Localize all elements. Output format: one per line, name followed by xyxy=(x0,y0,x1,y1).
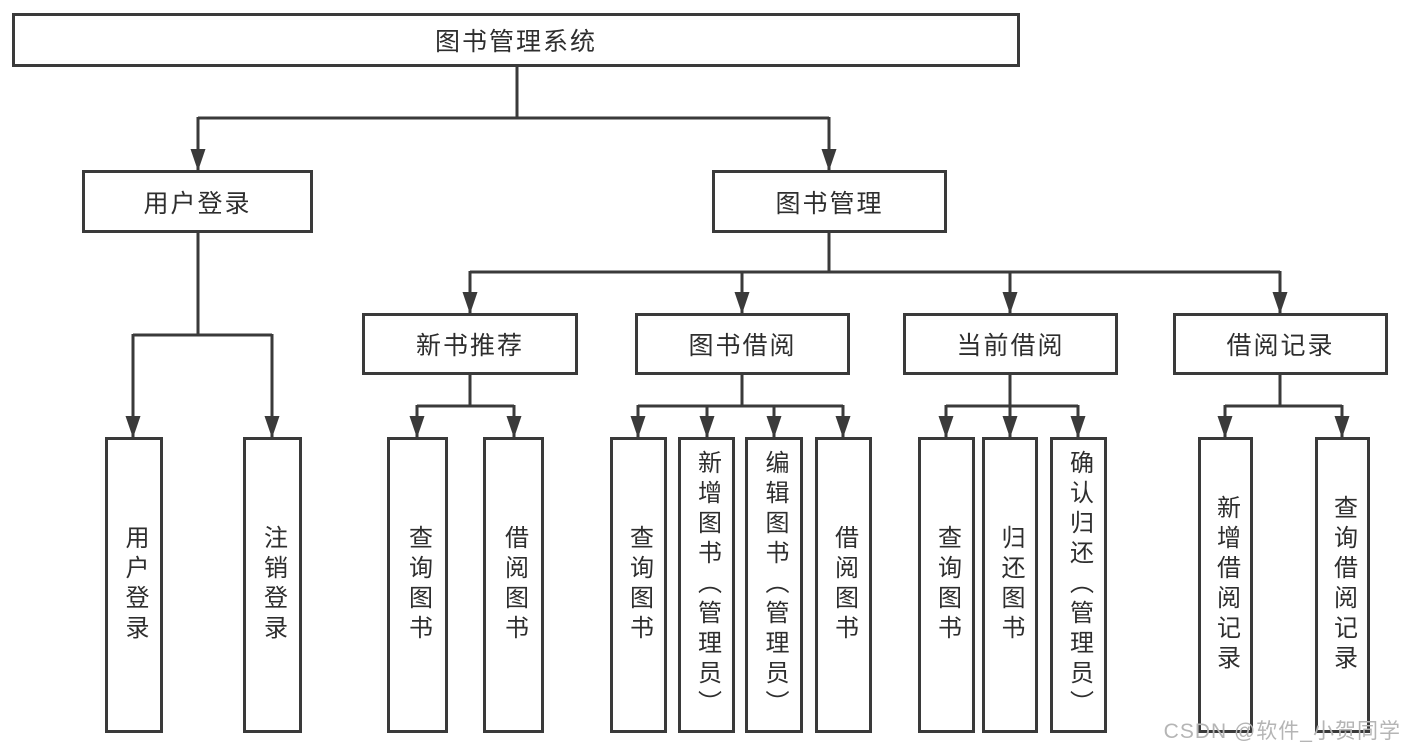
node-root-label: 图书管理系统 xyxy=(434,28,597,56)
edge-root-bus xyxy=(198,67,829,120)
leaf-return-book-label: 归还图书 xyxy=(997,525,1024,645)
edge-new-book-bus xyxy=(417,375,514,408)
edge-book-borrow-bus xyxy=(638,375,843,408)
leaf-borrow-add-admin: 新增图书（管理员） xyxy=(678,437,735,733)
leaf-new-book-borrow-label: 借阅图书 xyxy=(500,525,528,645)
leaf-borrow-query-label: 查询图书 xyxy=(625,525,653,645)
leaf-confirm-return-admin: 确认归还（管理员） xyxy=(1050,437,1107,733)
leaf-return-book: 归还图书 xyxy=(982,437,1038,733)
node-book-borrow-label: 图书借阅 xyxy=(688,332,797,360)
node-user-login: 用户登录 xyxy=(82,170,313,233)
edge-user-login-bus xyxy=(133,233,272,337)
edge-current-borrow-bus xyxy=(946,375,1078,408)
leaf-borrow-query: 查询图书 xyxy=(610,437,667,733)
leaf-borrow-add-admin-label: 新增图书（管理员） xyxy=(693,450,721,720)
csdn-watermark: CSDN @软件_小贺同学 xyxy=(1163,720,1401,743)
leaf-borrow-book-label: 借阅图书 xyxy=(830,525,858,645)
leaf-logout-label: 注销登录 xyxy=(259,525,287,645)
node-user-login-label: 用户登录 xyxy=(143,189,252,218)
leaf-new-book-query: 查询图书 xyxy=(387,437,448,733)
node-borrow-record: 借阅记录 xyxy=(1173,313,1388,375)
edge-book-management-bus xyxy=(470,233,1280,274)
edge-borrow-record-bus xyxy=(1225,375,1342,408)
node-current-borrow: 当前借阅 xyxy=(903,313,1118,375)
node-current-borrow-label: 当前借阅 xyxy=(956,332,1065,360)
node-book-borrow: 图书借阅 xyxy=(635,313,850,375)
leaf-logout: 注销登录 xyxy=(243,437,302,733)
node-root: 图书管理系统 xyxy=(12,13,1020,67)
node-new-book-recommend-label: 新书推荐 xyxy=(415,332,524,360)
leaf-new-book-query-label: 查询图书 xyxy=(404,525,432,645)
leaf-borrow-edit-admin: 编辑图书（管理员） xyxy=(745,437,803,733)
leaf-confirm-return-admin-label: 确认归还（管理员） xyxy=(1065,450,1093,720)
node-book-management-label: 图书管理 xyxy=(775,189,884,218)
leaf-current-query: 查询图书 xyxy=(918,437,975,733)
leaf-record-add-label: 新增借阅记录 xyxy=(1212,495,1240,675)
leaf-user-login: 用户登录 xyxy=(105,437,163,733)
leaf-user-login-label: 用户登录 xyxy=(121,525,148,645)
leaf-record-query: 查询借阅记录 xyxy=(1315,437,1370,733)
leaf-record-add: 新增借阅记录 xyxy=(1198,437,1253,733)
leaf-record-query-label: 查询借阅记录 xyxy=(1329,495,1357,675)
node-new-book-recommend: 新书推荐 xyxy=(362,313,578,375)
leaf-new-book-borrow: 借阅图书 xyxy=(483,437,544,733)
node-borrow-record-label: 借阅记录 xyxy=(1226,332,1335,360)
leaf-borrow-edit-admin-label: 编辑图书（管理员） xyxy=(761,450,788,720)
node-book-management: 图书管理 xyxy=(712,170,947,233)
leaf-current-query-label: 查询图书 xyxy=(933,525,961,645)
leaf-borrow-book: 借阅图书 xyxy=(815,437,872,733)
